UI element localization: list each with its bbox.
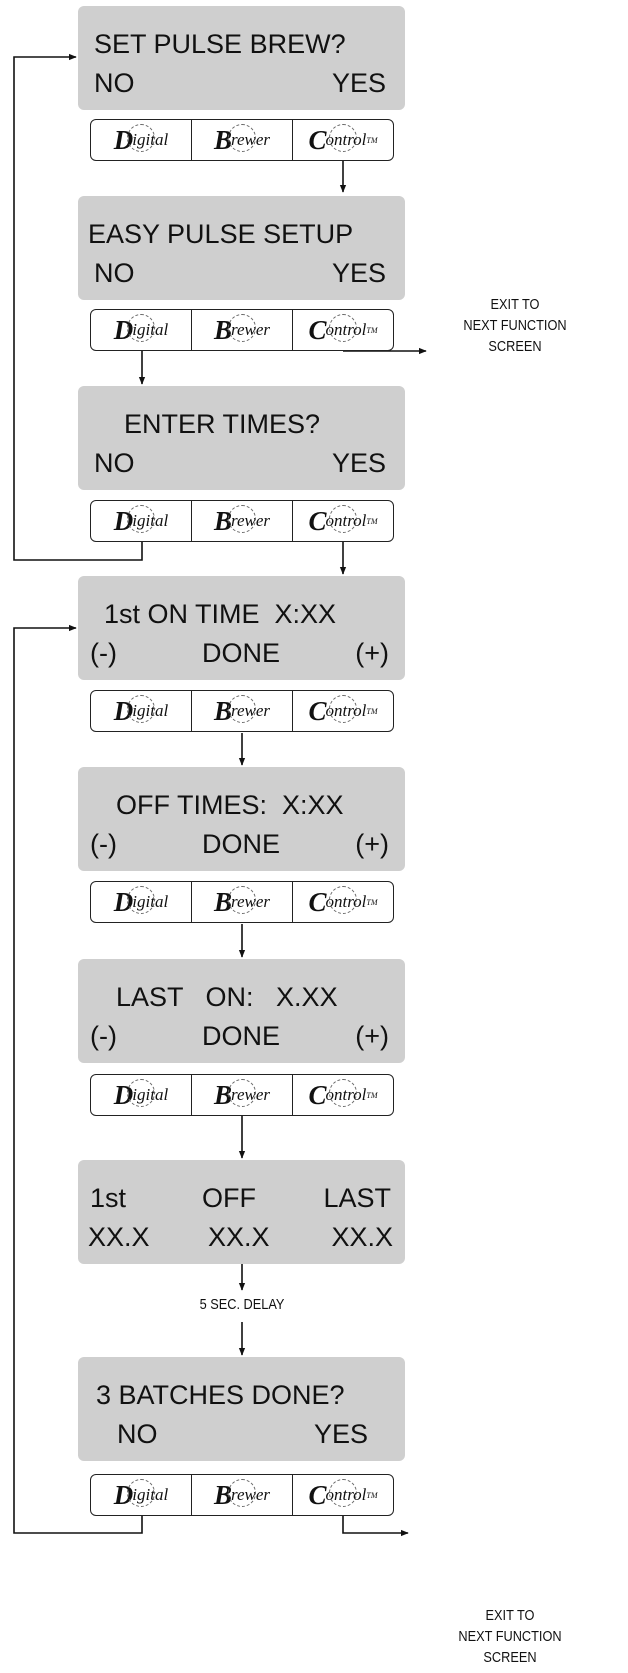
press-indicator-ring: [127, 1079, 155, 1107]
lcd-screen-summary: 1st OFF LAST XX.X XX.X XX.X: [78, 1160, 405, 1264]
press-indicator-ring: [228, 505, 256, 533]
summary-value-off: XX.X: [208, 1222, 270, 1252]
exit-note: EXIT TO NEXT FUNCTION SCREEN: [463, 296, 567, 355]
lcd-screen-easy-pulse-setup: EASY PULSE SETUP NO YES: [78, 196, 405, 300]
press-indicator-ring: [127, 1479, 155, 1507]
press-indicator-ring: [329, 1479, 357, 1507]
press-indicator-ring: [228, 695, 256, 723]
screen-line-1: OFF TIMES: X:XX: [116, 790, 344, 820]
press-indicator-ring: [329, 886, 357, 914]
exit-note: EXIT TO NEXT FUNCTION SCREEN: [458, 1607, 562, 1666]
press-indicator-ring: [127, 886, 155, 914]
screen-line-1: 1st ON TIME X:XX: [104, 599, 337, 629]
press-indicator-ring: [228, 314, 256, 342]
screen-option-no: NO: [94, 68, 135, 98]
delay-note: 5 SEC. DELAY: [199, 1296, 285, 1313]
screen-option-no: NO: [117, 1419, 158, 1449]
screen-minus-label: (-): [90, 829, 117, 859]
lcd-screen-last-on: LAST ON: X.XX (-) DONE (+): [78, 959, 405, 1063]
screen-line-1: LAST ON: X.XX: [116, 982, 338, 1012]
screen-option-no: NO: [94, 258, 135, 288]
press-indicator-ring: [127, 314, 155, 342]
screen-line-1: ENTER TIMES?: [124, 409, 321, 439]
press-indicator-ring: [228, 1479, 256, 1507]
screen-option-yes: YES: [331, 258, 386, 288]
press-indicator-ring: [329, 505, 357, 533]
screen-option-no: NO: [94, 448, 135, 478]
summary-value-last: XX.X: [331, 1222, 393, 1252]
press-indicator-ring: [127, 124, 155, 152]
lcd-screen-set-pulse-brew: SET PULSE BREW? NO YES: [78, 6, 405, 110]
press-indicator-ring: [127, 505, 155, 533]
screen-plus-label: (+): [355, 829, 389, 859]
press-indicator-ring: [329, 314, 357, 342]
screen-option-yes: YES: [313, 1419, 368, 1449]
screen-done-label: DONE: [202, 829, 281, 859]
lcd-screen-off-times: OFF TIMES: X:XX (-) DONE (+): [78, 767, 405, 871]
summary-header-last: LAST: [323, 1183, 391, 1213]
press-indicator-ring: [228, 886, 256, 914]
summary-value-1st: XX.X: [88, 1222, 150, 1252]
screen-line-1: SET PULSE BREW?: [94, 29, 346, 59]
summary-header-1st: 1st: [90, 1183, 127, 1213]
press-indicator-ring: [329, 124, 357, 152]
screen-plus-label: (+): [355, 1021, 389, 1051]
summary-header-off: OFF: [202, 1183, 256, 1213]
screen-minus-label: (-): [90, 638, 117, 668]
lcd-screen-enter-times: ENTER TIMES? NO YES: [78, 386, 405, 490]
press-indicator-ring: [329, 695, 357, 723]
screen-done-label: DONE: [202, 1021, 281, 1051]
screen-done-label: DONE: [202, 638, 281, 668]
screen-option-yes: YES: [331, 448, 386, 478]
screen-plus-label: (+): [355, 638, 389, 668]
screen-option-yes: YES: [331, 68, 386, 98]
screen-line-1: 3 BATCHES DONE?: [96, 1380, 345, 1410]
press-indicator-ring: [228, 124, 256, 152]
lcd-screen-first-on-time: 1st ON TIME X:XX (-) DONE (+): [78, 576, 405, 680]
lcd-screen-batches-done: 3 BATCHES DONE? NO YES: [78, 1357, 405, 1461]
press-indicator-ring: [228, 1079, 256, 1107]
press-indicator-ring: [329, 1079, 357, 1107]
screen-line-1: EASY PULSE SETUP: [88, 219, 354, 249]
screen-minus-label: (-): [90, 1021, 117, 1051]
press-indicator-ring: [127, 695, 155, 723]
